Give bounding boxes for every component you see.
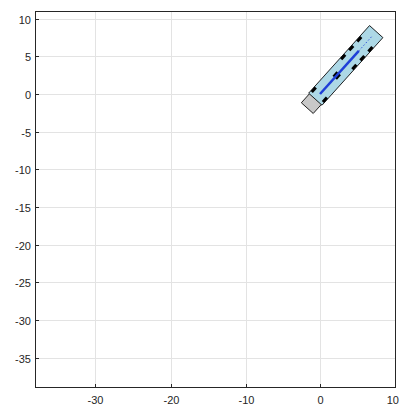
- vehicle: [301, 26, 383, 115]
- tick-label: 5: [25, 51, 31, 63]
- tick-label: -20: [15, 240, 31, 252]
- tick-label: 0: [317, 394, 323, 406]
- tick-label: 10: [19, 14, 31, 26]
- path-dots: [359, 36, 372, 51]
- trailer-body: [309, 26, 383, 106]
- tick-label: 0: [25, 89, 31, 101]
- tick-label: -30: [88, 394, 104, 406]
- tick-label: -15: [15, 202, 31, 214]
- grid-lines: [35, 11, 396, 388]
- wheels: [311, 36, 374, 103]
- tick-label: -35: [15, 353, 31, 365]
- tick-label: -10: [15, 164, 31, 176]
- tick-label: -5: [21, 127, 31, 139]
- axes-area: [35, 11, 396, 388]
- tick-label: -10: [239, 394, 255, 406]
- tick-label: -25: [15, 277, 31, 289]
- path-line: [320, 51, 359, 94]
- tick-label: 10: [387, 394, 399, 406]
- tick-marks: [35, 20, 321, 389]
- tick-label: -20: [164, 394, 180, 406]
- axes-box: [36, 12, 396, 388]
- tick-label: -30: [15, 315, 31, 327]
